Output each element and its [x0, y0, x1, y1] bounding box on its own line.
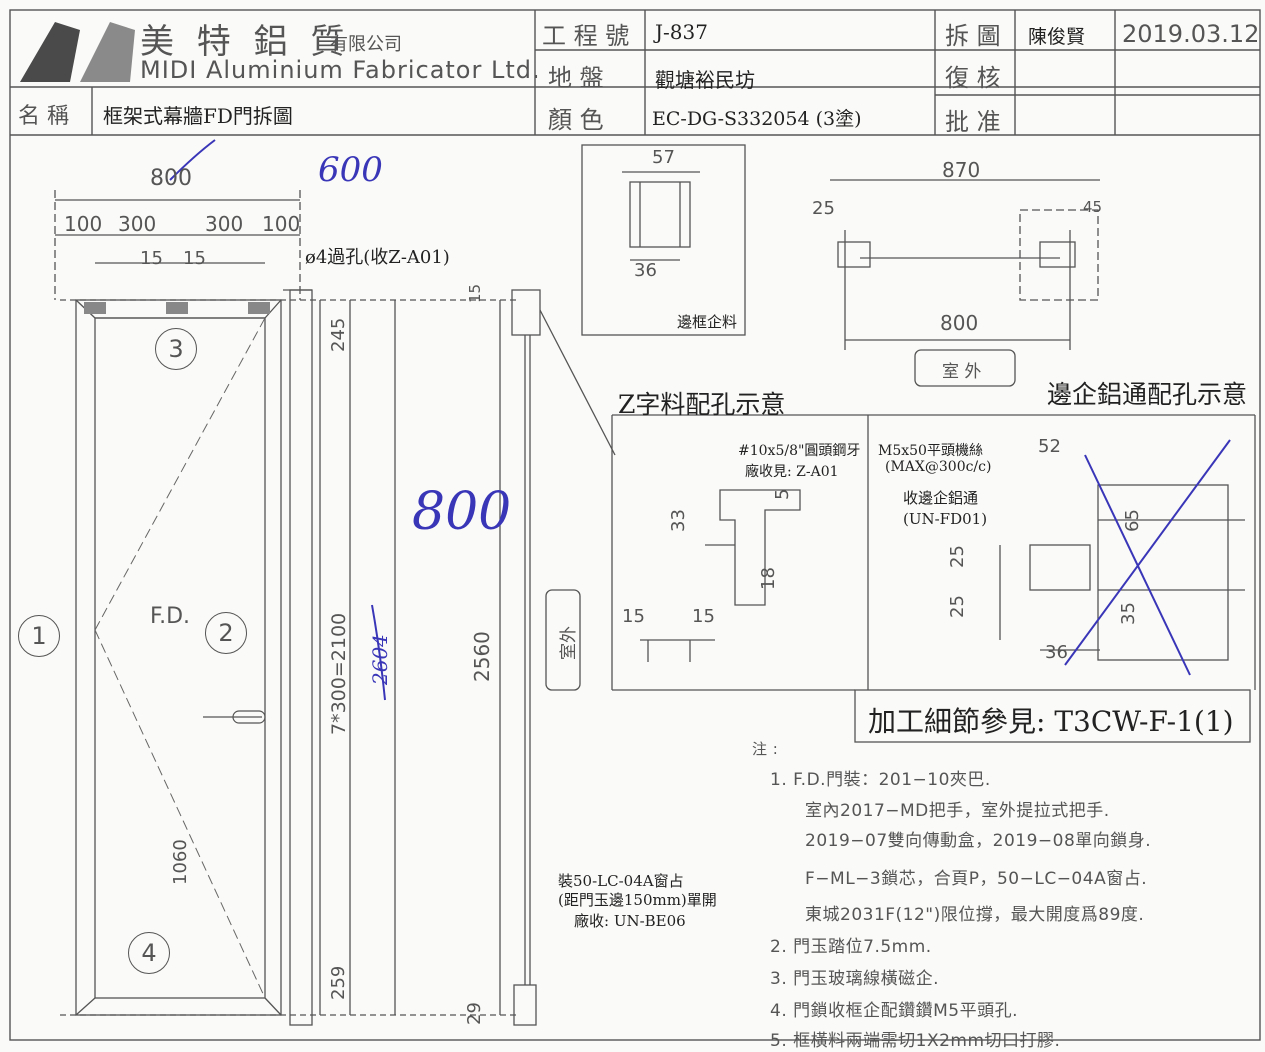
note-line-2: 室內2017−MD把手，室外提拉式把手. [805, 801, 1110, 821]
plan-outside-label: 室 外 [942, 362, 982, 382]
company-suffix-cn: 有限公司 [330, 34, 402, 55]
r-dim-65: 65 [1122, 509, 1143, 532]
notes-heading: 注 : [752, 740, 779, 758]
note-line-3: 2019−07雙向傳動盒，2019−08單向鎖身. [805, 831, 1152, 851]
reference-box: 加工細節參見: T3CW-F-1(1) [868, 705, 1234, 738]
plan-dim-45: 45 [1083, 198, 1103, 216]
z-profile-title: Z字料配孔示意 [618, 390, 786, 419]
z-dim-15a: 15 [622, 606, 645, 627]
note-line-5: 東城2031F(12")限位撐，最大開度爲89度. [805, 905, 1145, 925]
m5-note-3: 收邊企鋁通 [903, 489, 979, 507]
note-line-1: 1. F.D.門裝：201−10夾巴. [770, 770, 991, 790]
handwritten-600: 600 [318, 150, 383, 190]
m5-note-2: (MAX@300c/c) [885, 459, 992, 475]
dim-top-width: 800 [150, 166, 192, 191]
company-name-cn: 美 特 鋁 質 [140, 22, 351, 62]
dim-top-3: 300 [205, 212, 244, 236]
m5-note-4: (UN-FD01) [903, 510, 988, 528]
r-dim-52: 52 [1038, 436, 1061, 457]
r-dim-25b: 25 [947, 595, 968, 618]
dim-top-1: 100 [64, 212, 103, 236]
dim-245: 245 [328, 317, 349, 352]
note-line-9: 5. 框橫料兩端需切1X2mm切口打膠. [770, 1031, 1061, 1051]
dim-29: 29 [464, 1002, 485, 1025]
dim-259: 259 [328, 965, 349, 1000]
site-value: 觀塘裕民坊 [655, 68, 755, 92]
z-screw-note-1: #10x5/8"圓頭鋼牙 [738, 443, 861, 459]
note-line-6: 2. 門玉踏位7.5mm. [770, 937, 932, 957]
grid-marker-4: 4 [128, 932, 170, 974]
dim-top-2: 300 [118, 212, 157, 236]
grid-marker-3: 3 [155, 328, 197, 370]
dim-top-4: 100 [262, 212, 301, 236]
latch-note-3: 廠收: UN-BE06 [574, 912, 686, 930]
plan-dim-870: 870 [942, 158, 981, 182]
grid-marker-2: 2 [205, 612, 247, 654]
edge-dim-57: 57 [652, 147, 675, 168]
note-line-8: 4. 門鎖收框企配鑽鑽M5平頭孔. [770, 1001, 1019, 1021]
plan-dim-25: 25 [812, 198, 835, 219]
job-no-label: 工 程 號 [542, 22, 630, 50]
dim-15-left: 15 [140, 248, 163, 269]
z-screw-note-2: 廠收見: Z-A01 [745, 464, 839, 480]
drawing-name: 框架式幕牆FD門拆圖 [103, 104, 293, 128]
edge-hole-title: 邊企鋁通配孔示意 [1047, 380, 1248, 409]
approve-label: 批 准 [945, 108, 1001, 136]
latch-note-1: 裝50-LC-04A窗占 [558, 872, 684, 890]
fd-label: F.D. [150, 604, 191, 629]
plan-dim-800: 800 [940, 311, 979, 335]
z-dim-15b: 15 [692, 606, 715, 627]
name-label: 名 稱 [18, 104, 69, 129]
r-dim-36: 36 [1045, 642, 1068, 663]
z-dim-18: 18 [758, 567, 779, 590]
check-label: 復 核 [945, 64, 1001, 92]
job-no-value: J-837 [655, 20, 708, 44]
detail-label: 拆 圖 [945, 22, 1001, 50]
r-dim-35: 35 [1118, 602, 1139, 625]
dim-1060: 1060 [170, 839, 191, 885]
z-dim-33: 33 [668, 509, 689, 532]
note-line-7: 3. 門玉玻璃線橫磁企. [770, 969, 940, 989]
dim-15-right: 15 [183, 248, 206, 269]
handwritten-800: 800 [412, 482, 512, 542]
company-name-en: MIDI Aluminium Fabricator Ltd. [140, 56, 541, 84]
note-line-4: F−ML−3鎖芯，合頁P，50−LC−04A窗占. [805, 869, 1148, 889]
dim-15-side: 15 [466, 283, 484, 303]
hole-note: ø4過孔(收Z-A01) [305, 247, 450, 268]
z-dim-5: 5 [772, 488, 793, 500]
m5-note-1: M5x50平頭機絲 [878, 443, 983, 459]
grid-marker-1: 1 [18, 615, 60, 657]
edge-frame-label: 邊框企料 [677, 313, 738, 331]
logo-icon [20, 22, 135, 82]
edge-dim-36: 36 [634, 260, 657, 281]
drawing-date: 2019.03.12 [1122, 20, 1260, 48]
r-dim-25a: 25 [947, 545, 968, 568]
latch-note-2: (距門玉邊150mm)單開 [558, 891, 717, 909]
handwritten-2604: 2604 [368, 634, 392, 685]
detailer-name: 陳俊賢 [1028, 26, 1086, 48]
dim-2560: 2560 [470, 631, 494, 682]
outside-label-vertical: 室外 [559, 626, 579, 660]
dim-2100: 7*300=2100 [328, 612, 350, 735]
site-label: 地 盤 [548, 64, 604, 92]
color-value: EC-DG-S332054 (3塗) [652, 108, 862, 130]
color-label: 顏 色 [548, 106, 604, 134]
